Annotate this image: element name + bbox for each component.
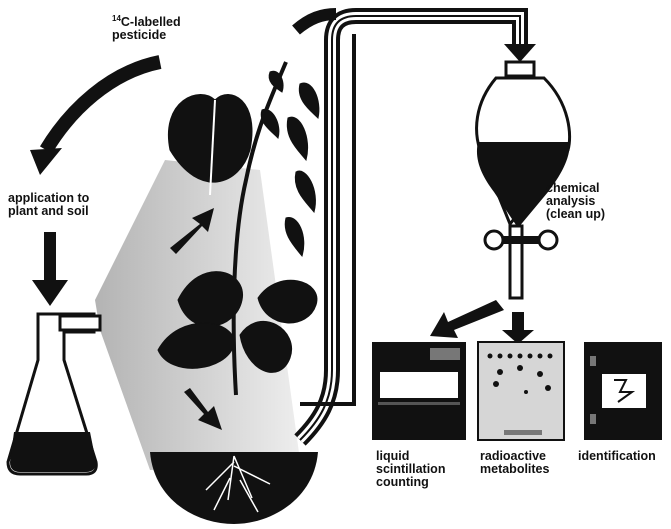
arrow-to-metabolites-shaft [512,312,524,332]
curved-arrow-head [30,148,62,175]
label-radioactive-metabolites: radioactive metabolites [480,450,549,476]
soil-bowl [150,452,318,524]
metabolites-plate [478,342,564,440]
label-identification: identification [578,450,656,463]
curved-arrow-to-application [46,62,160,150]
separatory-funnel [477,62,570,298]
down-arrow-head [32,280,68,306]
scintillation-counter [372,342,466,440]
label-scintillation-counting: liquid scintillation counting [376,450,445,489]
down-arrow-shaft [44,232,56,282]
identification-instrument [584,342,662,440]
label-pesticide: 14C-labelled pesticide [112,12,181,42]
arrow-to-counter [430,300,504,338]
label-chemical-analysis: chemical analysis (clean up) [546,182,605,221]
flask [8,314,100,474]
label-application: application to plant and soil [8,192,89,218]
funnel-arrow-head [504,44,536,62]
